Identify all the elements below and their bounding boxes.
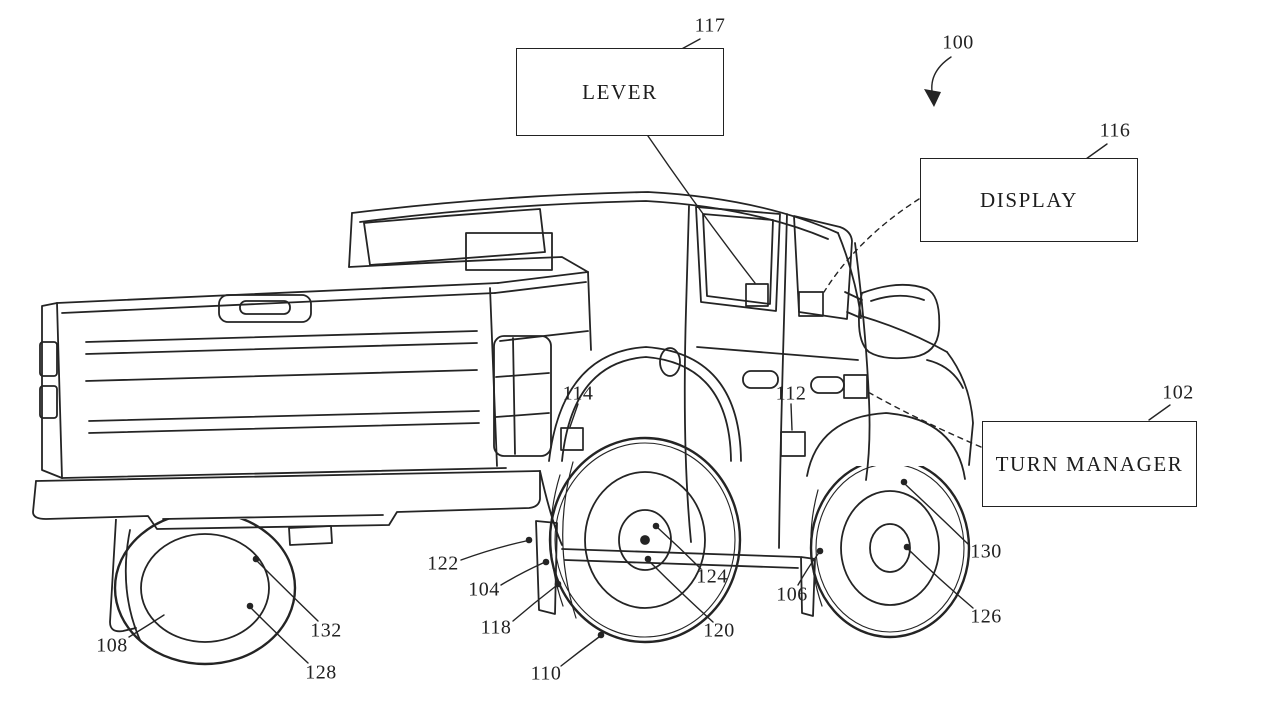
front-wheel-arch [806, 412, 966, 480]
ref-label-108: 108 [96, 634, 128, 657]
front-end [806, 232, 974, 480]
ref-label-128: 128 [305, 661, 337, 684]
display-leader [823, 198, 920, 293]
turn-manager-leader [867, 391, 982, 448]
hitch [288, 525, 333, 546]
rear-wheel [535, 346, 742, 644]
headlight [926, 359, 964, 389]
ref-label-132: 132 [310, 619, 342, 642]
lever-leader [647, 135, 756, 284]
ref-label-118: 118 [480, 616, 512, 639]
display-component-square [798, 291, 824, 317]
ref-label-126: 126 [970, 605, 1002, 628]
front-wheel [800, 466, 971, 639]
rear-wheel-arch [548, 346, 742, 462]
ref-label-116: 116 [1099, 119, 1131, 142]
cab-back-panel [465, 232, 553, 271]
rear-window [363, 208, 546, 266]
ref-label-104: 104 [468, 578, 500, 601]
right-taillight [493, 335, 552, 457]
turn-manager-label: TURN MANAGER [995, 451, 1184, 476]
sensor-squares [560, 283, 868, 457]
display-box: DISPLAY [920, 158, 1138, 242]
rear-bumper [32, 470, 541, 546]
rear-door-handle [742, 370, 779, 389]
ref-label-117: 117 [694, 14, 726, 37]
fuel-door [659, 347, 681, 377]
left-mudflap [109, 519, 137, 633]
rear-left-wheel [109, 519, 297, 666]
rear-mudflap [535, 520, 558, 615]
ref-label-110: 110 [530, 662, 562, 685]
ref-label-122: 122 [427, 552, 459, 575]
ref-label-120: 120 [703, 619, 735, 642]
side-mirror [858, 283, 941, 360]
leader-lines [128, 38, 1171, 667]
ref-label-130: 130 [970, 540, 1002, 563]
rear-door-window [695, 206, 781, 312]
front-door-handle [810, 376, 845, 394]
ref-label-102: 102 [1162, 381, 1194, 404]
left-taillight [39, 341, 58, 377]
lever-box: LEVER [516, 48, 724, 136]
ref-label-124: 124 [696, 565, 728, 588]
turn-manager-component-square [843, 374, 868, 399]
lever-component-square [745, 283, 769, 307]
ref-label-106: 106 [776, 583, 808, 606]
component-112-square [780, 431, 806, 457]
turn-manager-box: TURN MANAGER [982, 421, 1197, 507]
component-114-square [560, 427, 584, 451]
ref-label-114: 114 [562, 382, 594, 405]
arrowhead-100 [924, 89, 941, 107]
front-mudflap [800, 556, 816, 617]
ref-label-112: 112 [775, 382, 807, 405]
display-label: DISPLAY [980, 187, 1078, 212]
ref-label-100: 100 [942, 31, 974, 54]
truck-bed [39, 271, 592, 546]
lever-label: LEVER [582, 79, 658, 104]
reference-dots [246, 89, 941, 639]
